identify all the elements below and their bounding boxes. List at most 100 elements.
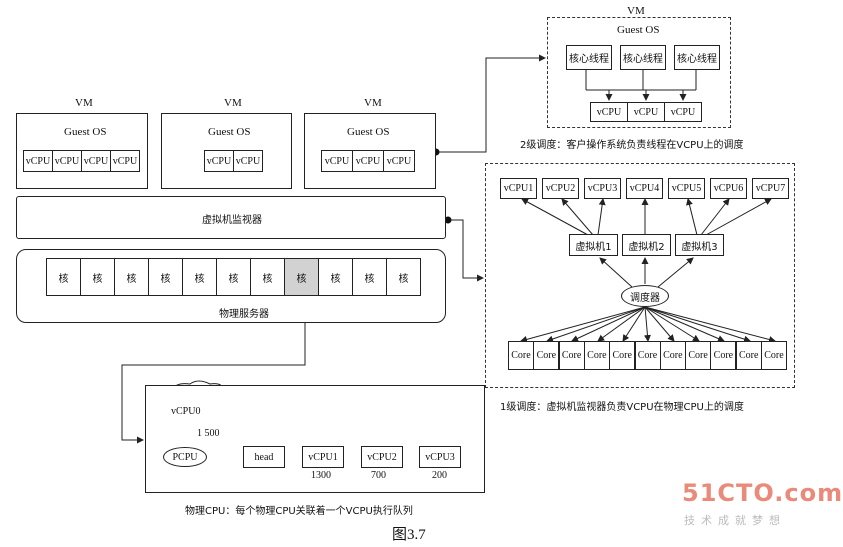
- vcpu-cell: vCPU: [321, 150, 353, 172]
- level1-vm: 虚拟机1: [569, 234, 618, 256]
- core-cell: 核: [352, 258, 387, 296]
- watermark-sub: 技术成就梦想: [684, 514, 786, 527]
- level1-core: Core: [634, 341, 661, 370]
- l1-fan: [644, 306, 776, 343]
- hypervisor-label: 虚拟机监视器: [202, 215, 262, 226]
- level1-core: Core: [685, 341, 712, 370]
- l1-arrow: [686, 198, 698, 236]
- level1-core: Core: [735, 341, 762, 370]
- connector-dot-hypervisor: [444, 216, 452, 224]
- vcpu-cell: vCPU: [110, 150, 140, 172]
- core-cell: 核: [386, 258, 421, 296]
- vm-box: Guest OS vCPU vCPU: [161, 113, 292, 189]
- core-cell: 核: [148, 258, 183, 296]
- level1-vcpu: vCPU1: [500, 178, 537, 199]
- level1-vm: 虚拟机3: [675, 234, 724, 256]
- core-cell-highlighted: 核: [284, 258, 319, 296]
- core-cell: 核: [80, 258, 115, 296]
- core-cell: 核: [182, 258, 217, 296]
- core-cell: 核: [216, 258, 251, 296]
- guest-os-label: Guest OS: [64, 126, 107, 138]
- physical-server-label: 物理服务器: [219, 309, 269, 320]
- level1-vcpu: vCPU2: [542, 178, 579, 199]
- level1-core: Core: [761, 341, 787, 370]
- connector-core-to-queue: [121, 295, 306, 444]
- l1-fan: [644, 306, 725, 342]
- level1-vcpu: vCPU7: [752, 178, 789, 199]
- queue-value: 1300: [311, 470, 331, 481]
- level2-vcpu: vCPU: [664, 102, 702, 122]
- level1-vcpu: vCPU5: [668, 178, 705, 199]
- level1-vcpu: vCPU4: [626, 178, 663, 199]
- scheduler-ellipse: 调度器: [621, 285, 669, 307]
- vm-label: VM: [75, 97, 93, 109]
- level2-box: [547, 17, 731, 128]
- figure-label: 图3.7: [392, 527, 426, 543]
- watermark-brand: 51CTO.com: [682, 479, 843, 507]
- vcpu-cell: vCPU: [352, 150, 384, 172]
- l1-arrow: [700, 198, 730, 236]
- kernel-thread: 核心线程: [620, 45, 666, 70]
- level2-guest-label: Guest OS: [617, 24, 660, 36]
- level1-core: Core: [508, 341, 534, 370]
- level1-core: Core: [558, 341, 585, 370]
- pcpu-queue-box: [145, 385, 485, 493]
- level1-box: [485, 163, 795, 388]
- l1-fan: [597, 306, 646, 342]
- pcpu-ellipse: PCPU: [163, 447, 207, 467]
- connector-hypervisor-to-level1: [448, 219, 484, 282]
- l1-fan: [520, 306, 646, 343]
- guest-os-label: Guest OS: [208, 126, 251, 138]
- level1-vcpu: vCPU6: [710, 178, 747, 199]
- l1-fan: [546, 306, 646, 343]
- level1-core: Core: [609, 341, 636, 370]
- l1-arrow: [521, 198, 589, 236]
- guest-os-label: Guest OS: [347, 126, 390, 138]
- vcpu-cell: vCPU: [233, 150, 263, 172]
- core-cell: 核: [318, 258, 353, 296]
- level2-vcpu: vCPU: [627, 102, 665, 122]
- vcpu-cell: vCPU: [52, 150, 82, 172]
- l1-arrow: [561, 198, 594, 236]
- l1-fan: [644, 306, 700, 342]
- vm-box: Guest OS vCPU vCPU vCPU vCPU: [16, 113, 148, 189]
- kernel-thread: 核心线程: [674, 45, 720, 70]
- cloud-label: vCPU0: [171, 406, 201, 417]
- vm-label: VM: [224, 97, 242, 109]
- queue-value: 200: [432, 470, 447, 481]
- l1-arrow: [657, 257, 694, 288]
- level2-vcpu: vCPU: [590, 102, 628, 122]
- level1-core: Core: [659, 341, 686, 370]
- vcpu-cell: vCPU: [204, 150, 234, 172]
- l1-arrow: [705, 198, 772, 236]
- l1-fan: [622, 306, 646, 342]
- l1-fan: [644, 306, 675, 342]
- queue-vcpu: vCPU1: [302, 446, 344, 468]
- level1-core: Core: [583, 341, 610, 370]
- queue-head: head: [243, 446, 285, 468]
- queue-vcpu: vCPU3: [419, 446, 461, 468]
- vm-box: Guest OS vCPU vCPU vCPU: [304, 113, 436, 189]
- l1-fan: [571, 306, 646, 342]
- level1-caption: 1级调度：虚拟机监视器负责VCPU在物理CPU上的调度: [500, 402, 744, 413]
- vcpu-cell: vCPU: [81, 150, 111, 172]
- vcpu-cell: vCPU: [383, 150, 415, 172]
- core-cell: 核: [46, 258, 81, 296]
- hypervisor-box: 虚拟机监视器: [16, 196, 446, 239]
- level1-vm: 虚拟机2: [622, 234, 671, 256]
- level2-caption: 2级调度：客户操作系统负责线程在VCPU上的调度: [520, 140, 744, 151]
- l1-arrow: [597, 198, 606, 236]
- connector-vm3-to-level2: [436, 54, 546, 153]
- level2-vm-label: VM: [627, 5, 645, 17]
- core-cell: 核: [114, 258, 149, 296]
- l1-fan: [643, 306, 651, 342]
- queue-vcpu: vCPU2: [361, 446, 403, 468]
- l1-arrow: [599, 257, 633, 288]
- level1-core: Core: [710, 341, 737, 370]
- vcpu-cell: vCPU: [23, 150, 53, 172]
- kernel-thread: 核心线程: [566, 45, 612, 70]
- pcpu-caption: 物理CPU：每个物理CPU关联着一个VCPU执行队列: [185, 506, 413, 517]
- cloud-value: 1 500: [197, 428, 220, 439]
- l1-fan: [644, 306, 751, 343]
- queue-value: 700: [371, 470, 386, 481]
